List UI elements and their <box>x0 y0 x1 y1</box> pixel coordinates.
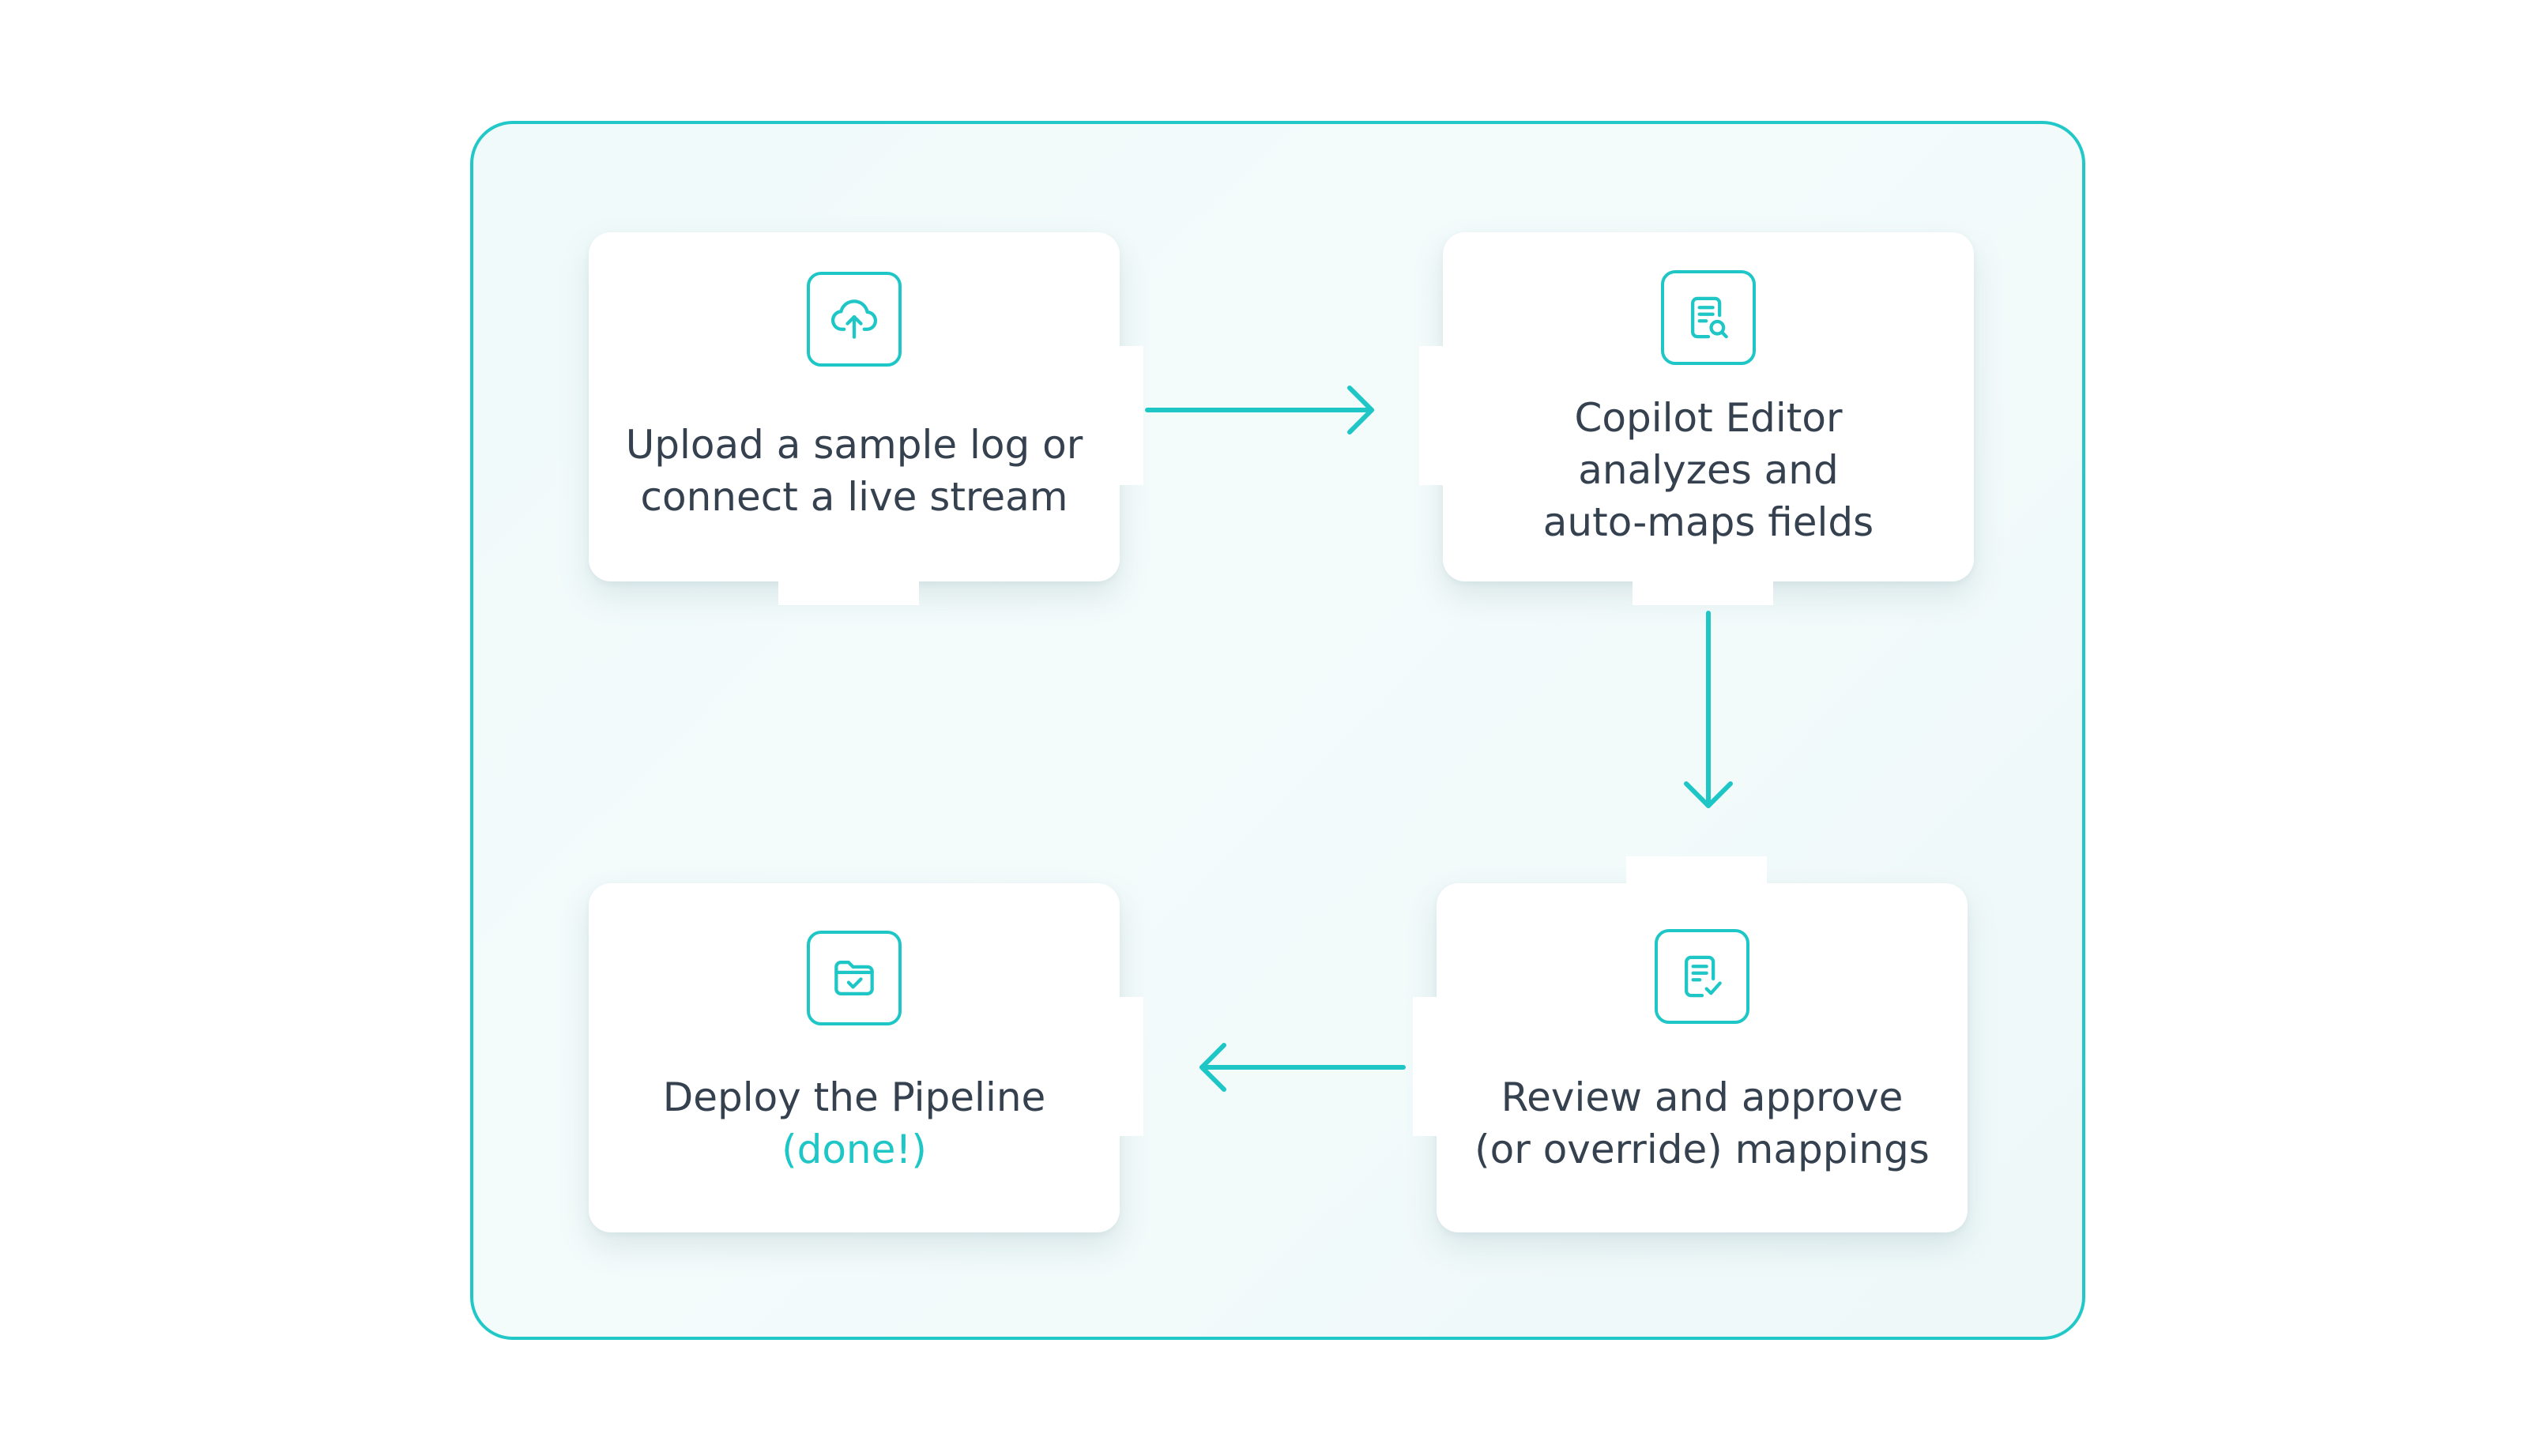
card-connector-left <box>1419 346 1449 485</box>
document-check-icon <box>1655 929 1749 1024</box>
card-connector-bottom <box>1633 575 1773 605</box>
card-connector-right <box>1113 997 1143 1136</box>
step-label-line: Review and approve <box>1501 1074 1904 1120</box>
step-card-upload: Upload a sample log or connect a live st… <box>589 232 1143 605</box>
step-card-deploy: Deploy the Pipeline (done!) <box>589 883 1143 1232</box>
step-label-line: analyzes and <box>1578 447 1839 493</box>
step-label-analyze: Copilot Editor analyzes and auto-maps fi… <box>1443 392 1974 548</box>
step-label-line: auto-maps fields <box>1542 499 1874 545</box>
step-label-upload: Upload a sample log or connect a live st… <box>589 419 1120 523</box>
document-search-icon <box>1661 270 1756 365</box>
step-label-done: (done!) <box>781 1127 927 1172</box>
step-label-deploy: Deploy the Pipeline (done!) <box>589 1071 1120 1176</box>
card-connector-bottom <box>778 575 919 605</box>
card-connector-left <box>1413 997 1443 1136</box>
step-label-line: Deploy the Pipeline <box>662 1074 1046 1120</box>
card-connector-right <box>1113 346 1143 485</box>
step-card-review: Review and approve (or override) mapping… <box>1413 856 1968 1232</box>
card-connector-top <box>1626 856 1767 886</box>
folder-check-icon <box>807 931 902 1025</box>
step-label-line: (or override) mappings <box>1474 1127 1930 1172</box>
step-label-line: connect a live stream <box>640 474 1068 520</box>
step-label-line: Upload a sample log or <box>625 422 1083 468</box>
step-label-review: Review and approve (or override) mapping… <box>1437 1071 1968 1176</box>
cloud-upload-icon <box>807 272 902 367</box>
step-card-analyze: Copilot Editor analyzes and auto-maps fi… <box>1419 232 1974 605</box>
step-label-line: Copilot Editor <box>1574 395 1843 441</box>
